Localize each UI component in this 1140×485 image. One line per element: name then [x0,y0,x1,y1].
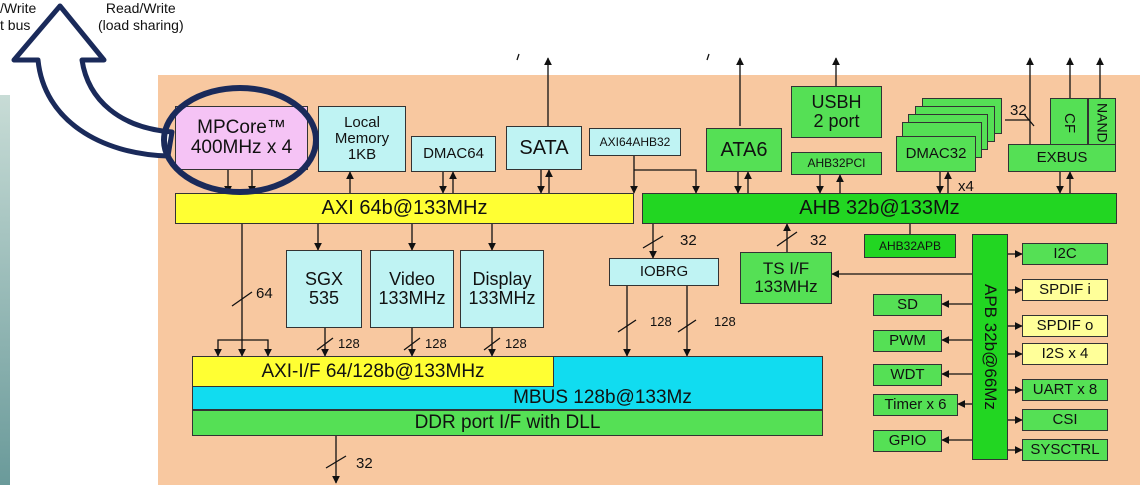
callout-arrow [14,6,172,156]
callout-ellipse [164,88,316,192]
